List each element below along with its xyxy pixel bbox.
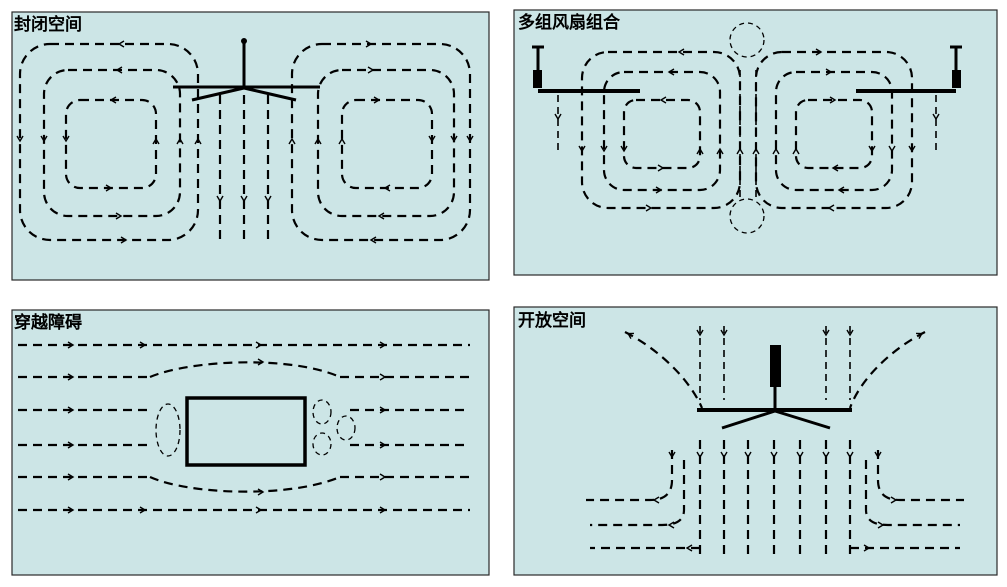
top-inflows: [699, 326, 851, 400]
panel-crossing-obstacle: 穿越障碍: [11, 309, 490, 576]
panel-title: 多组风扇组合: [518, 12, 621, 33]
panel-frame: [11, 309, 490, 576]
eddy-top: [729, 22, 765, 58]
eddy-back-1: [312, 399, 332, 425]
panel-title: 穿越障碍: [14, 312, 82, 333]
wall-fan-left: [532, 45, 640, 93]
ceiling-fan: [697, 345, 852, 430]
airflow-loop-right: [290, 42, 472, 242]
wall-fan-right: [856, 45, 962, 93]
downflow-jet: [698, 440, 852, 560]
horizontal-flows: [18, 343, 470, 512]
eddy-back-2: [312, 432, 332, 456]
panel-frame: [11, 11, 490, 281]
panel-multi-fan-combo: 多组风扇组合: [513, 9, 998, 276]
panel-enclosed-space: 封闭空间: [11, 11, 490, 281]
eddy-front: [155, 403, 181, 457]
obstacle-box: [185, 396, 307, 467]
ground-spread-left: [586, 450, 700, 550]
panel-title: 封闭空间: [14, 14, 82, 35]
panel-frame: [513, 306, 998, 576]
bypass-flow-top: [149, 361, 341, 379]
eddy-bottom: [729, 198, 765, 234]
panel-open-space: 开放空间: [513, 306, 998, 576]
central-downdraft: [218, 95, 270, 240]
bypass-flow-bottom: [149, 475, 341, 493]
central-updraft: [739, 70, 757, 200]
panel-title: 开放空间: [518, 310, 586, 331]
ceiling-fan: [173, 38, 320, 102]
eddy-back-3: [336, 415, 356, 441]
